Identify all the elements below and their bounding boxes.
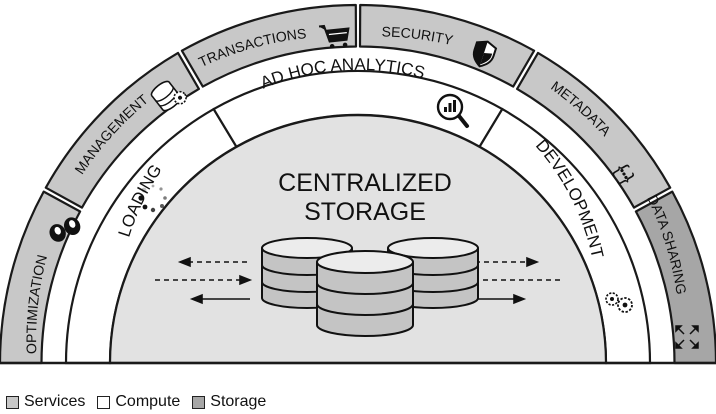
legend-label-compute: Compute (115, 393, 181, 410)
data-cloud-diagram: CENTRALIZED STORAGE LOADING AD HOC ANALY… (0, 3, 716, 365)
core-title-line1: CENTRALIZED (278, 169, 452, 197)
pill-icon (49, 217, 81, 242)
storage-cylinders (261, 237, 479, 337)
segment-security (358, 3, 536, 88)
database-cylinder-center (316, 250, 414, 337)
gears-icon (605, 292, 633, 313)
segment-transactions (180, 3, 358, 88)
magnifier-chart-icon (436, 93, 469, 128)
expand-arrows-icon (675, 325, 699, 349)
legend: Services Compute Storage (6, 393, 278, 411)
shield-icon (472, 40, 498, 68)
legend-item-compute: Compute (97, 393, 180, 411)
segment-metadata (516, 51, 672, 209)
legend-label-services: Services (24, 393, 86, 410)
core-title-line2: STORAGE (304, 198, 426, 226)
legend-label-storage: Storage (210, 393, 267, 410)
arrows-left (155, 256, 253, 305)
database-gear-icon (150, 80, 187, 112)
legend-item-storage: Storage (192, 393, 266, 411)
centralized-storage-core (108, 113, 608, 365)
legend-swatch-compute (97, 395, 111, 409)
legend-item-services: Services (6, 393, 85, 411)
legend-swatch-storage (192, 395, 206, 409)
loading-spinner-icon (138, 184, 167, 213)
shopping-cart-icon (318, 24, 350, 49)
legend-swatch-services (6, 395, 19, 409)
